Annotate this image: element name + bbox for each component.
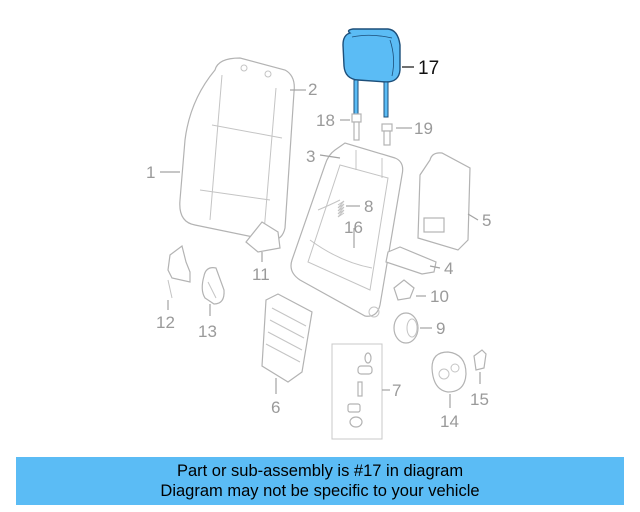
callout-7: 7 — [392, 381, 401, 400]
callout-16: 16 — [344, 218, 363, 237]
callout-4: 4 — [444, 259, 453, 278]
handwheel-part[interactable] — [393, 312, 419, 344]
banner-line-disclaimer: Diagram may not be specific to your vehi… — [160, 482, 480, 500]
banner-line-part-number: Part or sub-assembly is #17 in diagram — [176, 462, 464, 480]
callout-13: 13 — [198, 322, 217, 341]
callout-3: 3 — [306, 147, 315, 166]
crossbar-part[interactable] — [385, 246, 437, 275]
callout-2: 2 — [308, 80, 317, 99]
callout-labels: 1 2 3 4 5 6 7 8 9 10 11 12 13 14 15 16 1… — [146, 58, 491, 431]
headrest-part[interactable] — [342, 28, 401, 118]
headrest-guide-right-part[interactable] — [381, 123, 393, 146]
cover-part[interactable] — [431, 351, 467, 393]
hardware-kit-part[interactable] — [331, 343, 383, 440]
bracket-part[interactable] — [167, 244, 191, 299]
seat-back-frame-part[interactable] — [290, 142, 404, 318]
callout-18: 18 — [316, 111, 335, 130]
callout-5: 5 — [482, 211, 491, 230]
info-banner: Part or sub-assembly is #17 in diagram D… — [16, 457, 624, 505]
clip-part[interactable] — [473, 349, 487, 371]
lumbar-support-part[interactable] — [261, 293, 313, 383]
callout-6: 6 — [271, 398, 280, 417]
back-panel-part[interactable] — [417, 152, 471, 251]
callout-15: 15 — [470, 390, 489, 409]
exploded-seat-diagram: 1 2 3 4 5 6 7 8 9 10 11 12 13 14 15 16 1… — [146, 28, 491, 440]
callout-8: 8 — [364, 197, 373, 216]
callout-17: 17 — [418, 58, 439, 79]
callout-9: 9 — [436, 319, 445, 338]
callout-1: 1 — [146, 163, 155, 182]
side-trim-part[interactable] — [201, 267, 225, 305]
callout-12: 12 — [156, 313, 175, 332]
seat-back-cushion-part[interactable] — [179, 57, 295, 241]
callout-11: 11 — [252, 265, 270, 284]
callout-10: 10 — [430, 287, 449, 306]
callout-14: 14 — [440, 412, 459, 431]
spring-part[interactable] — [337, 200, 345, 218]
trim-cover-part[interactable] — [245, 221, 281, 253]
headrest-guide-left-part[interactable] — [351, 113, 362, 141]
knob-part[interactable] — [393, 279, 415, 301]
leader-lines — [160, 66, 481, 408]
callout-19: 19 — [414, 119, 433, 138]
